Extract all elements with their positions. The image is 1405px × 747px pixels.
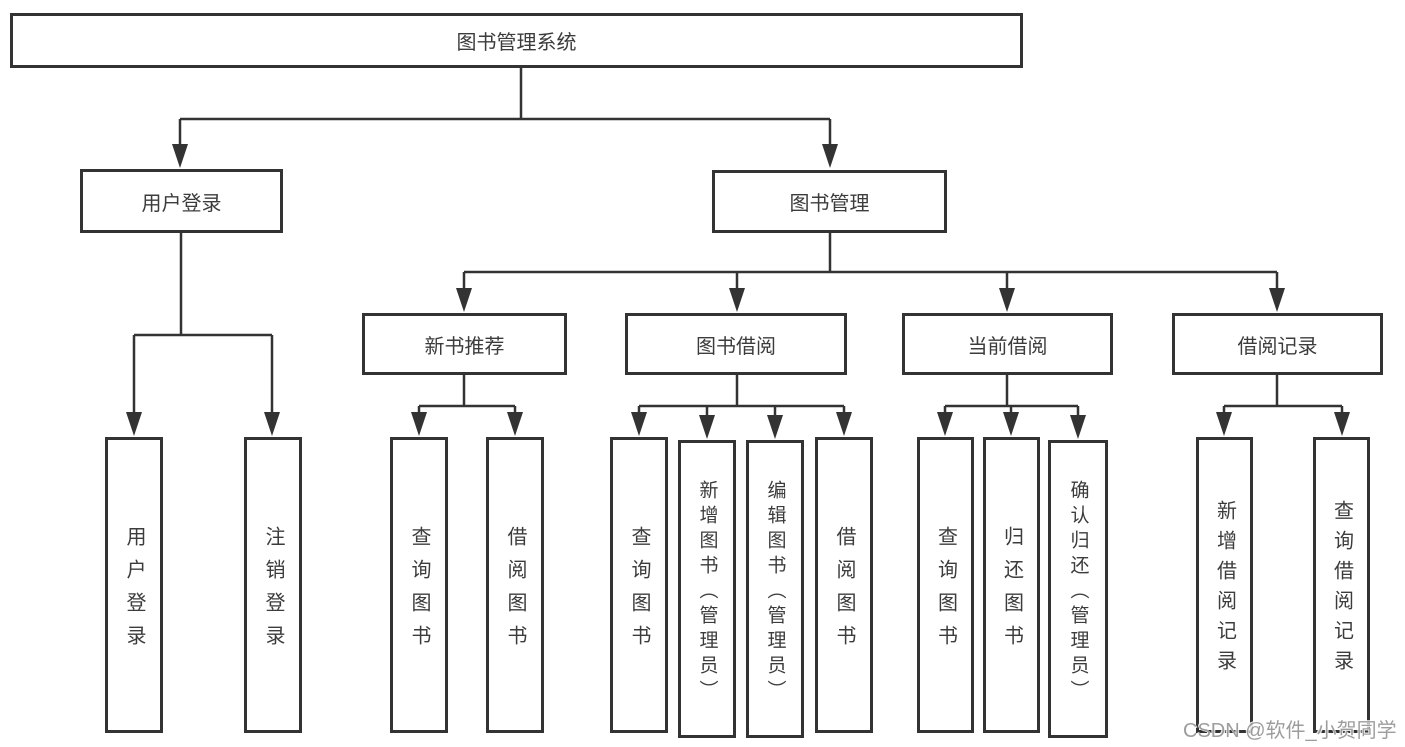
connector-book-mgmt-branch [456, 233, 1285, 312]
leaf-br-add-record: 新增借阅记录 [1196, 437, 1253, 733]
node-book-mgmt: 图书管理 [712, 170, 947, 233]
csdn-watermark: CSDN @软件_小贺同学 [1183, 720, 1397, 742]
arrowhead-icon [172, 144, 188, 168]
leaf-cb-return-books-label: 归还图书 [1000, 525, 1023, 658]
leaf-nbr-borrow-books: 借阅图书 [486, 437, 544, 733]
arrowhead-icon [1070, 415, 1086, 439]
arrowhead-icon [1216, 412, 1232, 436]
arrowhead-icon [1334, 412, 1350, 436]
leaf-nbr-query-books-label: 查询图书 [408, 525, 430, 658]
node-borrow-records: 借阅记录 [1172, 313, 1383, 375]
node-user-login: 用户登录 [80, 169, 283, 233]
node-borrow-records-label: 借阅记录 [1237, 335, 1318, 358]
leaf-nbr-query-books: 查询图书 [390, 437, 448, 733]
leaf-bb-edit-books-admin-label: 编辑图书（管理员） [764, 479, 786, 705]
connector-book-borrow-branch [631, 375, 852, 439]
connector-root-to-level2 [172, 68, 838, 168]
arrowhead-icon [456, 288, 472, 312]
arrowhead-icon [1003, 412, 1019, 436]
leaf-bb-query-books-label: 查询图书 [628, 525, 650, 658]
arrowhead-icon [729, 288, 745, 312]
leaf-cb-return-books: 归还图书 [983, 437, 1040, 733]
leaf-bb-query-books: 查询图书 [610, 437, 668, 733]
leaf-br-query-record-label: 查询借阅记录 [1330, 500, 1353, 680]
node-new-book-rec-label: 新书推荐 [424, 335, 505, 358]
leaf-br-add-record-label: 新增借阅记录 [1213, 500, 1236, 680]
arrowhead-icon [937, 412, 953, 436]
node-book-borrow: 图书借阅 [625, 313, 847, 375]
leaf-bb-borrow-books: 借阅图书 [815, 437, 873, 733]
arrowhead-icon [836, 412, 852, 436]
leaf-br-query-record: 查询借阅记录 [1313, 437, 1370, 733]
connector-user-login-branch [126, 233, 280, 436]
node-root: 图书管理系统 [10, 13, 1023, 68]
leaf-cb-query-books: 查询图书 [917, 437, 974, 733]
arrowhead-icon [126, 412, 142, 436]
connector-borrow-records-branch [1216, 375, 1350, 436]
leaf-user-login: 用户登录 [105, 437, 163, 733]
arrowhead-icon [999, 288, 1015, 312]
arrowhead-icon [631, 412, 647, 436]
node-current-borrow-label: 当前借阅 [967, 335, 1048, 358]
node-new-book-rec: 新书推荐 [362, 313, 567, 375]
leaf-logout-label: 注销登录 [262, 525, 284, 658]
leaf-bb-borrow-books-label: 借阅图书 [833, 525, 855, 658]
node-book-borrow-label: 图书借阅 [696, 335, 776, 358]
leaf-cb-confirm-return-admin-label: 确认归还（管理员） [1067, 479, 1089, 705]
leaf-nbr-borrow-books-label: 借阅图书 [504, 525, 526, 658]
leaf-user-login-label: 用户登录 [123, 525, 145, 658]
arrowhead-icon [264, 412, 280, 436]
node-book-mgmt-label: 图书管理 [789, 193, 870, 215]
arrowhead-icon [411, 412, 427, 436]
leaf-bb-add-books-admin-label: 新增图书（管理员） [696, 479, 718, 705]
leaf-bb-add-books-admin: 新增图书（管理员） [678, 440, 736, 738]
connector-current-borrow-branch [937, 375, 1086, 439]
arrowhead-icon [1269, 288, 1285, 312]
arrowhead-icon [699, 415, 715, 439]
arrowhead-icon [767, 415, 783, 439]
connector-new-book-rec-branch [411, 375, 523, 436]
arrowhead-icon [822, 144, 838, 168]
leaf-bb-edit-books-admin: 编辑图书（管理员） [746, 440, 804, 738]
arrowhead-icon [507, 412, 523, 436]
node-root-label: 图书管理系统 [456, 32, 577, 54]
leaf-cb-confirm-return-admin: 确认归还（管理员） [1048, 440, 1108, 738]
node-user-login-label: 用户登录 [141, 192, 222, 215]
leaf-logout: 注销登录 [244, 437, 302, 733]
leaf-cb-query-books-label: 查询图书 [934, 525, 957, 658]
node-current-borrow: 当前借阅 [902, 313, 1113, 375]
